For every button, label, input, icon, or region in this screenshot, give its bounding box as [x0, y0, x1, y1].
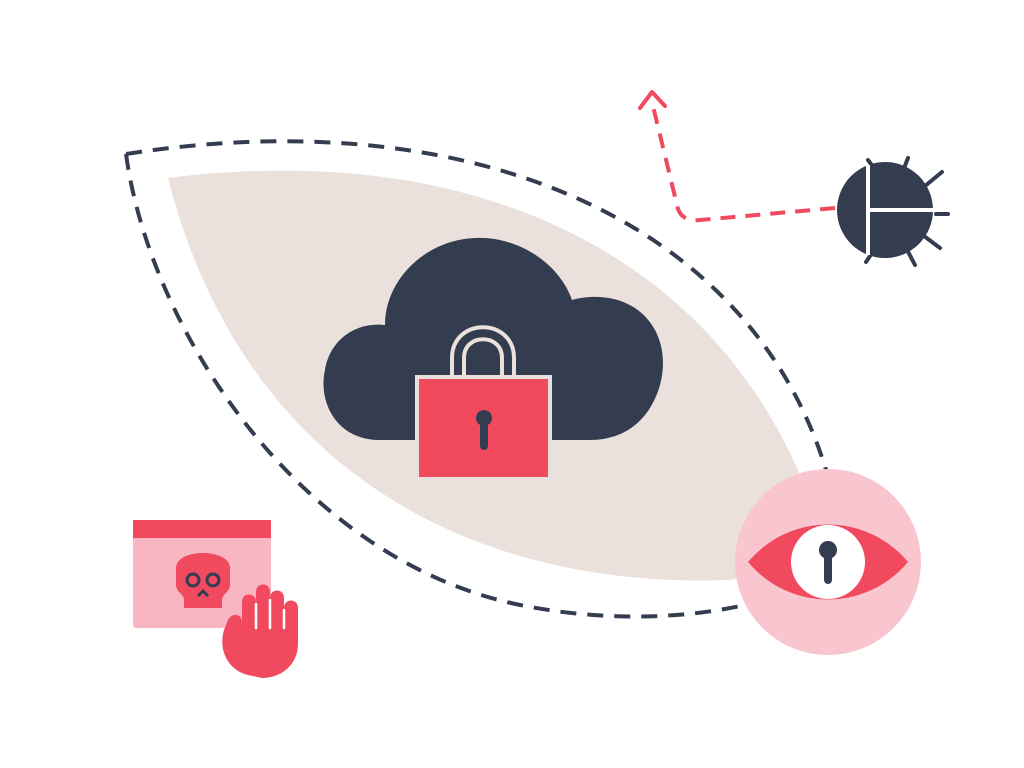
stop-hand-icon — [222, 584, 298, 678]
dashed-boundary — [125, 139, 828, 471]
bug-icon — [837, 156, 950, 267]
arrow-up-icon — [638, 90, 667, 110]
padlock-icon — [415, 325, 552, 481]
attack-path — [650, 101, 836, 223]
dashed-boundary-lower — [124, 153, 746, 619]
keyhole-icon — [476, 410, 492, 450]
browser-window-icon — [133, 520, 271, 628]
skull-icon — [176, 553, 230, 608]
eye-icon — [735, 469, 921, 655]
